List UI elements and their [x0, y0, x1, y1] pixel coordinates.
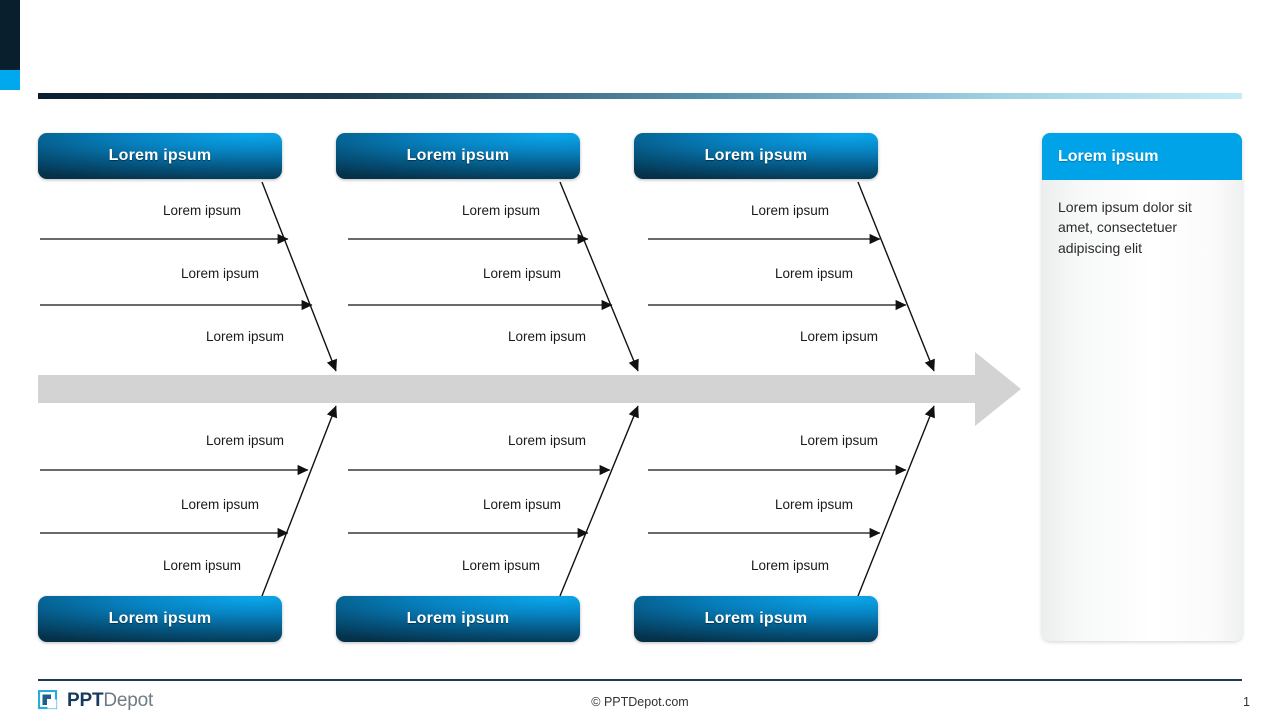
category-box-bottom-2[interactable]: Lorem ipsum — [336, 596, 580, 642]
cause-label-top-2-3: Lorem ipsum — [508, 329, 587, 344]
pptdepot-logo-icon — [38, 690, 58, 710]
cause-label-top-1-3: Lorem ipsum — [206, 329, 285, 344]
cause-label-bottom-1-3: Lorem ipsum — [163, 558, 242, 573]
logo-bold-text: PPT — [67, 690, 104, 711]
footer-divider — [38, 679, 1242, 681]
category-title: Lorem ipsum — [704, 147, 808, 164]
spine-arrow-head — [975, 352, 1021, 426]
cause-label-top-1-1: Lorem ipsum — [163, 203, 242, 218]
brand-logo[interactable]: PPTDepot — [38, 690, 153, 712]
category-title: Lorem ipsum — [406, 610, 510, 627]
cause-label-top-3-2: Lorem ipsum — [775, 266, 854, 281]
logo-wordmark: PPTDepot — [67, 690, 153, 712]
cause-label-bottom-3-1: Lorem ipsum — [800, 433, 879, 448]
result-panel-title: Lorem ipsum — [1058, 147, 1159, 165]
cause-label-top-1-2: Lorem ipsum — [181, 266, 260, 281]
cause-label-bottom-2-1: Lorem ipsum — [508, 433, 587, 448]
category-box-bottom-1[interactable]: Lorem ipsum — [38, 596, 282, 642]
category-title: Lorem ipsum — [704, 610, 808, 627]
cause-label-bottom-1-1: Lorem ipsum — [206, 433, 285, 448]
category-box-bottom-3[interactable]: Lorem ipsum — [634, 596, 878, 642]
page-number: 1 — [1243, 695, 1250, 709]
cause-label-bottom-3-2: Lorem ipsum — [775, 497, 854, 512]
cause-label-bottom-2-2: Lorem ipsum — [483, 497, 562, 512]
cause-label-top-2-1: Lorem ipsum — [462, 203, 541, 218]
footer: PPTDepot © PPTDepot.com 1 — [0, 686, 1280, 720]
cause-label-top-2-2: Lorem ipsum — [483, 266, 562, 281]
category-title: Lorem ipsum — [108, 610, 212, 627]
header-divider — [38, 93, 1242, 99]
category-title: Lorem ipsum — [108, 147, 212, 164]
result-panel[interactable]: Lorem ipsum Lorem ipsum dolor sit amet, … — [1042, 133, 1242, 641]
category-box-top-1[interactable]: Lorem ipsum — [38, 133, 282, 179]
logo-light-text: Depot — [103, 690, 154, 711]
cause-label-bottom-3-3: Lorem ipsum — [751, 558, 830, 573]
cause-label-bottom-2-3: Lorem ipsum — [462, 558, 541, 573]
decor-blue-square — [0, 70, 20, 90]
footer-copyright: © PPTDepot.com — [591, 695, 689, 709]
cause-label-bottom-1-2: Lorem ipsum — [181, 497, 260, 512]
cause-label-top-3-3: Lorem ipsum — [800, 329, 879, 344]
category-box-top-2[interactable]: Lorem ipsum — [336, 133, 580, 179]
category-box-top-3[interactable]: Lorem ipsum — [634, 133, 878, 179]
cause-label-top-3-1: Lorem ipsum — [751, 203, 830, 218]
result-panel-header: Lorem ipsum — [1042, 133, 1242, 180]
category-title: Lorem ipsum — [406, 147, 510, 164]
result-panel-body: Lorem ipsum dolor sit amet, consectetuer… — [1058, 199, 1192, 256]
spine-arrow-shaft — [38, 375, 978, 403]
decor-navy-bar — [0, 0, 20, 70]
